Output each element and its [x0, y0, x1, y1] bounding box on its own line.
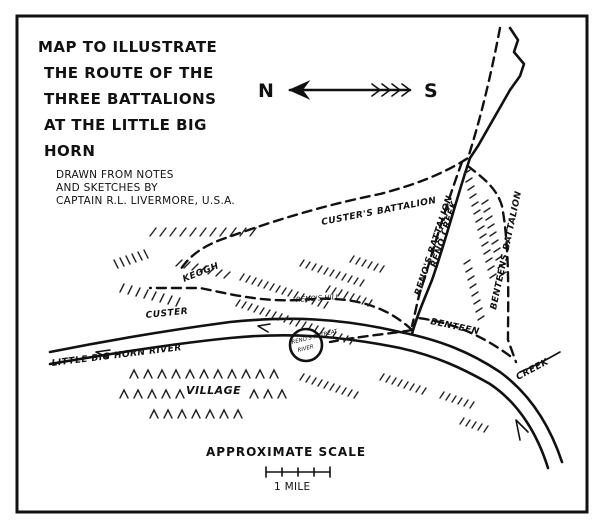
village-label: VILLAGE	[186, 384, 241, 397]
river-bank-north	[48, 317, 564, 464]
hills	[113, 169, 507, 345]
compass-south-label: S	[424, 80, 438, 102]
river-flow-arrow-3	[257, 323, 271, 333]
river-bank-south	[48, 333, 550, 470]
custer-route	[178, 26, 502, 272]
village-tepees	[119, 368, 287, 419]
reno-hill-circle	[288, 327, 324, 363]
scale-title: APPROXIMATE SCALE	[206, 445, 366, 459]
title-line-2: THE ROUTE OF THE	[44, 64, 214, 82]
map-title: MAP TO ILLUSTRATE THE ROUTE OF THE THREE…	[38, 38, 217, 160]
map-border	[15, 14, 589, 514]
creek-label: CREEK	[515, 357, 551, 383]
title-line-4: AT THE LITTLE BIG	[44, 116, 207, 134]
credit-line-2: AND SKETCHES BY	[56, 182, 158, 194]
reno-creek	[410, 156, 472, 336]
compass-north-label: N	[258, 80, 274, 102]
title-line-5: HORN	[44, 142, 95, 160]
scale-unit: 1 MILE	[274, 481, 310, 493]
reno-creek-upper	[468, 26, 526, 160]
credit-line-3: CAPTAIN R.L. LIVERMORE, U.S.A.	[56, 195, 235, 207]
map-scale: APPROXIMATE SCALE 1 MILE	[206, 445, 366, 493]
map-credit: DRAWN FROM NOTES AND SKETCHES BY CAPTAIN…	[56, 169, 235, 207]
compass-arrow: N S	[258, 80, 438, 102]
benteen-route	[466, 164, 518, 364]
benteen-label: BENTEEN	[429, 317, 480, 337]
ford-sub-label: RIVER	[297, 344, 315, 354]
ridge-route	[148, 286, 414, 332]
river-flow-arrow-2	[95, 349, 111, 359]
benteen-spur	[416, 316, 512, 358]
river-flow-arrow	[515, 419, 529, 441]
south-creek	[519, 351, 561, 373]
retreat-route	[328, 328, 414, 344]
reno-route	[410, 160, 464, 328]
south-hills	[299, 373, 489, 433]
title-line-1: MAP TO ILLUSTRATE	[38, 38, 217, 56]
custer-battalion-label: CUSTER'S BATTALION	[321, 196, 438, 228]
title-line-3: THREE BATTALIONS	[44, 90, 216, 108]
reno-hill-label: RENO'S HILL	[296, 293, 340, 304]
benteen-battalion-label: BENTEENS BATTALION	[489, 190, 524, 311]
credit-line-1: DRAWN FROM NOTES	[56, 169, 174, 181]
custer-label: CUSTER	[145, 307, 188, 321]
